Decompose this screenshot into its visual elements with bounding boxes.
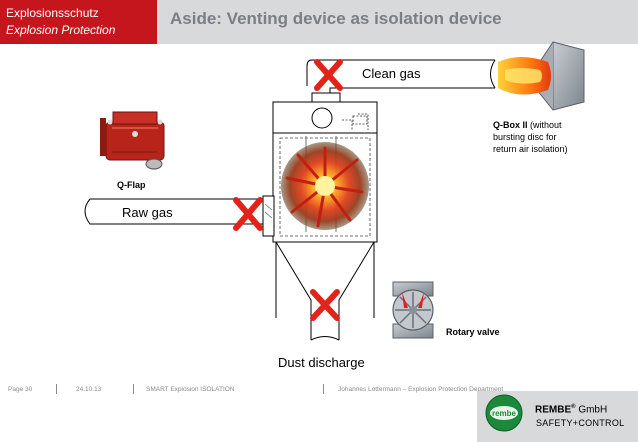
qbox-label: Q-Box II (without bursting disc for retu…: [493, 119, 568, 155]
footer-project: SMART Explosion ISOLATION: [146, 386, 235, 393]
company-name-main: REMBE: [535, 404, 572, 416]
cross-icon: [310, 289, 340, 321]
qbox-name: Q-Box II: [493, 120, 528, 130]
raw-gas-duct: [84, 195, 275, 237]
brand-label-en: Explosion Protection: [6, 23, 116, 37]
rembe-logo-icon: rembe: [485, 394, 523, 432]
qflap-device: [100, 111, 165, 170]
footer-date: 24.10.13: [76, 386, 102, 393]
dust-discharge-label: Dust discharge: [278, 355, 365, 370]
raw-gas-label: Raw gas: [122, 205, 173, 220]
clean-gas-label: Clean gas: [362, 66, 421, 81]
footer-page: Page 30: [8, 386, 33, 393]
company-suffix: GmbH: [575, 404, 608, 416]
slide-title: Aside: Venting device as isolation devic…: [170, 9, 502, 28]
qbox-line2: bursting disc for: [493, 132, 557, 142]
rembe-logo-text: rembe: [492, 409, 517, 418]
rotary-valve-label: Rotary valve: [446, 327, 500, 337]
filter-diagram: [84, 41, 585, 341]
flame-icon: [498, 41, 585, 111]
company-tagline: SAFETY+CONTROL: [536, 418, 625, 428]
footer-separator: [133, 384, 134, 394]
qbox-line1: (without: [527, 120, 562, 130]
brand-box: Explosionsschutz Explosion Protection: [0, 0, 157, 44]
company-reg: ®: [571, 404, 576, 410]
footer: Page 30 24.10.13 SMART Explosion ISOLATI…: [0, 381, 638, 442]
footer-separator: [56, 384, 57, 394]
qbox-line3: return air isolation): [493, 144, 568, 154]
cross-icon: [314, 59, 343, 91]
cross-icon: [233, 197, 263, 231]
footer-separator: [323, 384, 324, 394]
company-name: REMBE® GmbH: [535, 404, 607, 415]
brand-label-de: Explosionsschutz: [6, 6, 99, 20]
header-bar: Explosionsschutz Explosion Protection As…: [0, 0, 638, 44]
explosion-icon: [281, 142, 369, 230]
qflap-label: Q-Flap: [117, 180, 146, 190]
rotary-valve-device: [392, 281, 434, 339]
footer-author: Johannes Lottermann – Explosion Protecti…: [338, 386, 504, 393]
